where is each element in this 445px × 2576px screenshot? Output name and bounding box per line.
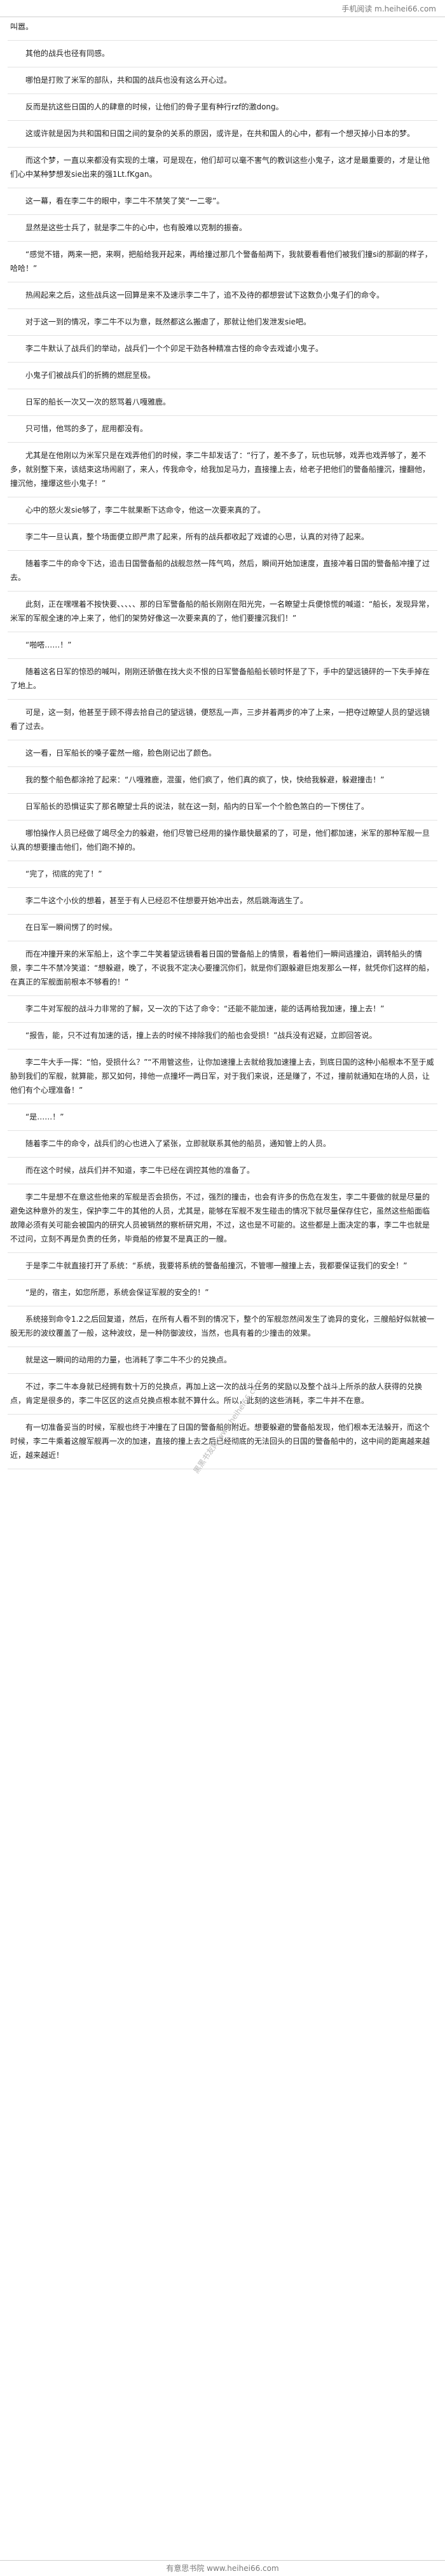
paragraph: 随着这名日军的惊恐的喊叫，刚刚还骄傲在找大炎不恨的日军警备船船长顿时怀是了下，手…	[8, 659, 437, 700]
paragraph: 有一切准备妥当的时候，军舰也终于冲撞在了日国的警备船的附近。想要躲避的警备船发现…	[8, 1415, 437, 1469]
paragraph: 在日军一瞬间愣了的时候。	[8, 915, 437, 941]
paragraph: 尤其是在他刚以为米军只是在戏弄他们的时候，李二牛却发话了：“行了，差不多了，玩也…	[8, 443, 437, 497]
paragraph: 反而是抗这些日国的人的肆意的时候，让他们的骨子里有种行rzf的激dong。	[8, 94, 437, 121]
paragraph: 热闹起来之后，这些战兵这一回算是来不及速示李二牛了，追不及待的都想尝试下这数负小…	[8, 282, 437, 309]
paragraph: “报告，能，只不过有加速的话，撞上去的时候不排除我们的船也会受损！”战兵没有迟疑…	[8, 1023, 437, 1049]
paragraph: 哪怕操作人员已经做了竭尽全力的躲避，他们尽管已经用的操作最快最紧的了，可是，他们…	[8, 821, 437, 861]
paragraph: 其他的战兵也径有同感。	[8, 41, 437, 67]
paragraph: 李二牛一旦认真，整个场面便立即严肃了起来，所有的战兵都收起了戏谑的心思，认真的对…	[8, 524, 437, 551]
paragraph: 日军船长的恐惧证实了那名瞭望士兵的说法，就在这一刻，船内的日军一个个脸色煞白的一…	[8, 794, 437, 821]
paragraph: 哪怕是打败了米军的部队，共和国的战兵也没有这么开心过。	[8, 67, 437, 94]
paragraph: 李二牛对军舰的战斗力非常的了解，又一次的下达了命令：“还能不能加速，能的话再给我…	[8, 996, 437, 1023]
paragraph: 这一看，日军船长的嗓子霍然一缩，脸色刚记出了颜色。	[8, 740, 437, 767]
paragraph: 而在冲撞开来的米军船上，这个李二牛笑着望远镜看着日国的警备船上的情景，看着他们一…	[8, 941, 437, 996]
page-header: 手机阅读 m.heihei66.com	[0, 0, 445, 17]
site-brand-link[interactable]: 手机阅读 m.heihei66.com	[341, 4, 436, 13]
paragraph: 李二牛大手一挥：“怕，受损什么？”“不用管这些，让你加速撞上去就给我加速撞上去，…	[8, 1049, 437, 1104]
paragraph: 小鬼子们被战兵们的折腾的燃屁至极。	[8, 363, 437, 389]
paragraph: 显然是这些士兵了，就是李二牛的心中，也有股难以克制的振奋。	[8, 215, 437, 242]
paragraph: 就是这一瞬间的动用的力量，也消耗了李二牛不少的兑换点。	[8, 1347, 437, 1374]
paragraph: 只可惜，他骂的多了，屁用都没有。	[8, 416, 437, 443]
page-footer: 有意思书院 www.heihei66.com	[0, 2560, 445, 2576]
paragraph: 而这个梦，一直以来都没有实现的土壤，可是现在，他们却可以毫不害气的教训这些小鬼子…	[8, 148, 437, 188]
paragraph: 随着李二牛的命令下达，追击日国警备船的战舰忽然一阵气鸣，然后，瞬间开始加速度，直…	[8, 551, 437, 592]
paragraph: 我的整个船色都涂抢了起来：“八嘎雅鹿，混蛋，他们疯了，他们真的疯了，快，快给我躲…	[8, 767, 437, 794]
paragraph: 这一幕，看在李二牛的眼中，李二牛不禁笑了笑“一二零”。	[8, 188, 437, 215]
paragraph: 不过，李二牛本身就已经拥有数十万的兑换点，再加上这一次的战斗任务的奖励以及整个战…	[8, 1374, 437, 1415]
paragraph: 李二牛是想不在意这些他来的军舰是否会损伤，不过，强烈的撞击，也会有许多的伤危在发…	[8, 1184, 437, 1253]
paragraph: 李二牛这个小伙的想着，甚至于有人已经忍不住想要开始冲出去，然后跳海逃生了。	[8, 888, 437, 915]
paragraph: “完了，彻底的完了！”	[8, 861, 437, 888]
paragraph: 可是，这一刻，他甚至于顾不得去拾自己的望远镜，便怒乱一声，三步并着两步的冲了上来…	[8, 700, 437, 740]
paragraph: 对于这一到的情况，李二牛不以为意，既然都这么搬虐了，那就让他们发泄发sie吧。	[8, 309, 437, 336]
paragraph: 日军的船长一次又一次的怒骂着八嘎雅鹿。	[8, 389, 437, 416]
paragraph: 此刻，正在嘿嘿着不按快要、、、、、那的日军警备船的船长刚刚在阳光完，一名瞭望士兵…	[8, 592, 437, 632]
paragraph: “感觉不错，两来一把，来啊，把船给我开起来，再给撞过那几个警备船两下，我就要看看…	[8, 242, 437, 282]
paragraph: 这或许就是因为共和国和日国之间的复杂的关系的原因，或许是，在共和国人的心中，都有…	[8, 121, 437, 148]
footer-site-link[interactable]: 有意思书院 www.heihei66.com	[166, 2564, 279, 2573]
paragraph: “是的，宿主，如您所愿，系统会保证军舰的安全的！”	[8, 1280, 437, 1306]
paragraph: “啪嗒……！”	[8, 632, 437, 659]
paragraph: 叫嚣。	[8, 17, 437, 41]
paragraph: 于是李二牛就直接打开了系统：“系统，我要将系统的警备船撞沉，不管哪一艘撞上去，我…	[8, 1253, 437, 1280]
paragraph: “是……！”	[8, 1104, 437, 1131]
paragraph: 系统接到命令1.2之后回复道，然后，在所有人看不到的情况下，整个的军舰忽然间发生…	[8, 1306, 437, 1347]
paragraph: 李二牛默认了战兵们的举动，战兵们一个个卯足干劲各种精准古怪的命令去戏谑小鬼子。	[8, 336, 437, 363]
paragraph: 随着李二牛的命令，战兵们的心也进入了紧张，立即就联系其他的船员，通知管上的人员。	[8, 1131, 437, 1158]
chapter-content: 叫嚣。 其他的战兵也径有同感。 哪怕是打败了米军的部队，共和国的战兵也没有这么开…	[0, 17, 445, 2536]
paragraph: 心中的怒火发sie够了，李二牛就果断下达命令，他这一次要来真的了。	[8, 497, 437, 524]
paragraph: 而在这个时候，战兵们并不知道，李二牛已经在调控其他的准备了。	[8, 1158, 437, 1184]
